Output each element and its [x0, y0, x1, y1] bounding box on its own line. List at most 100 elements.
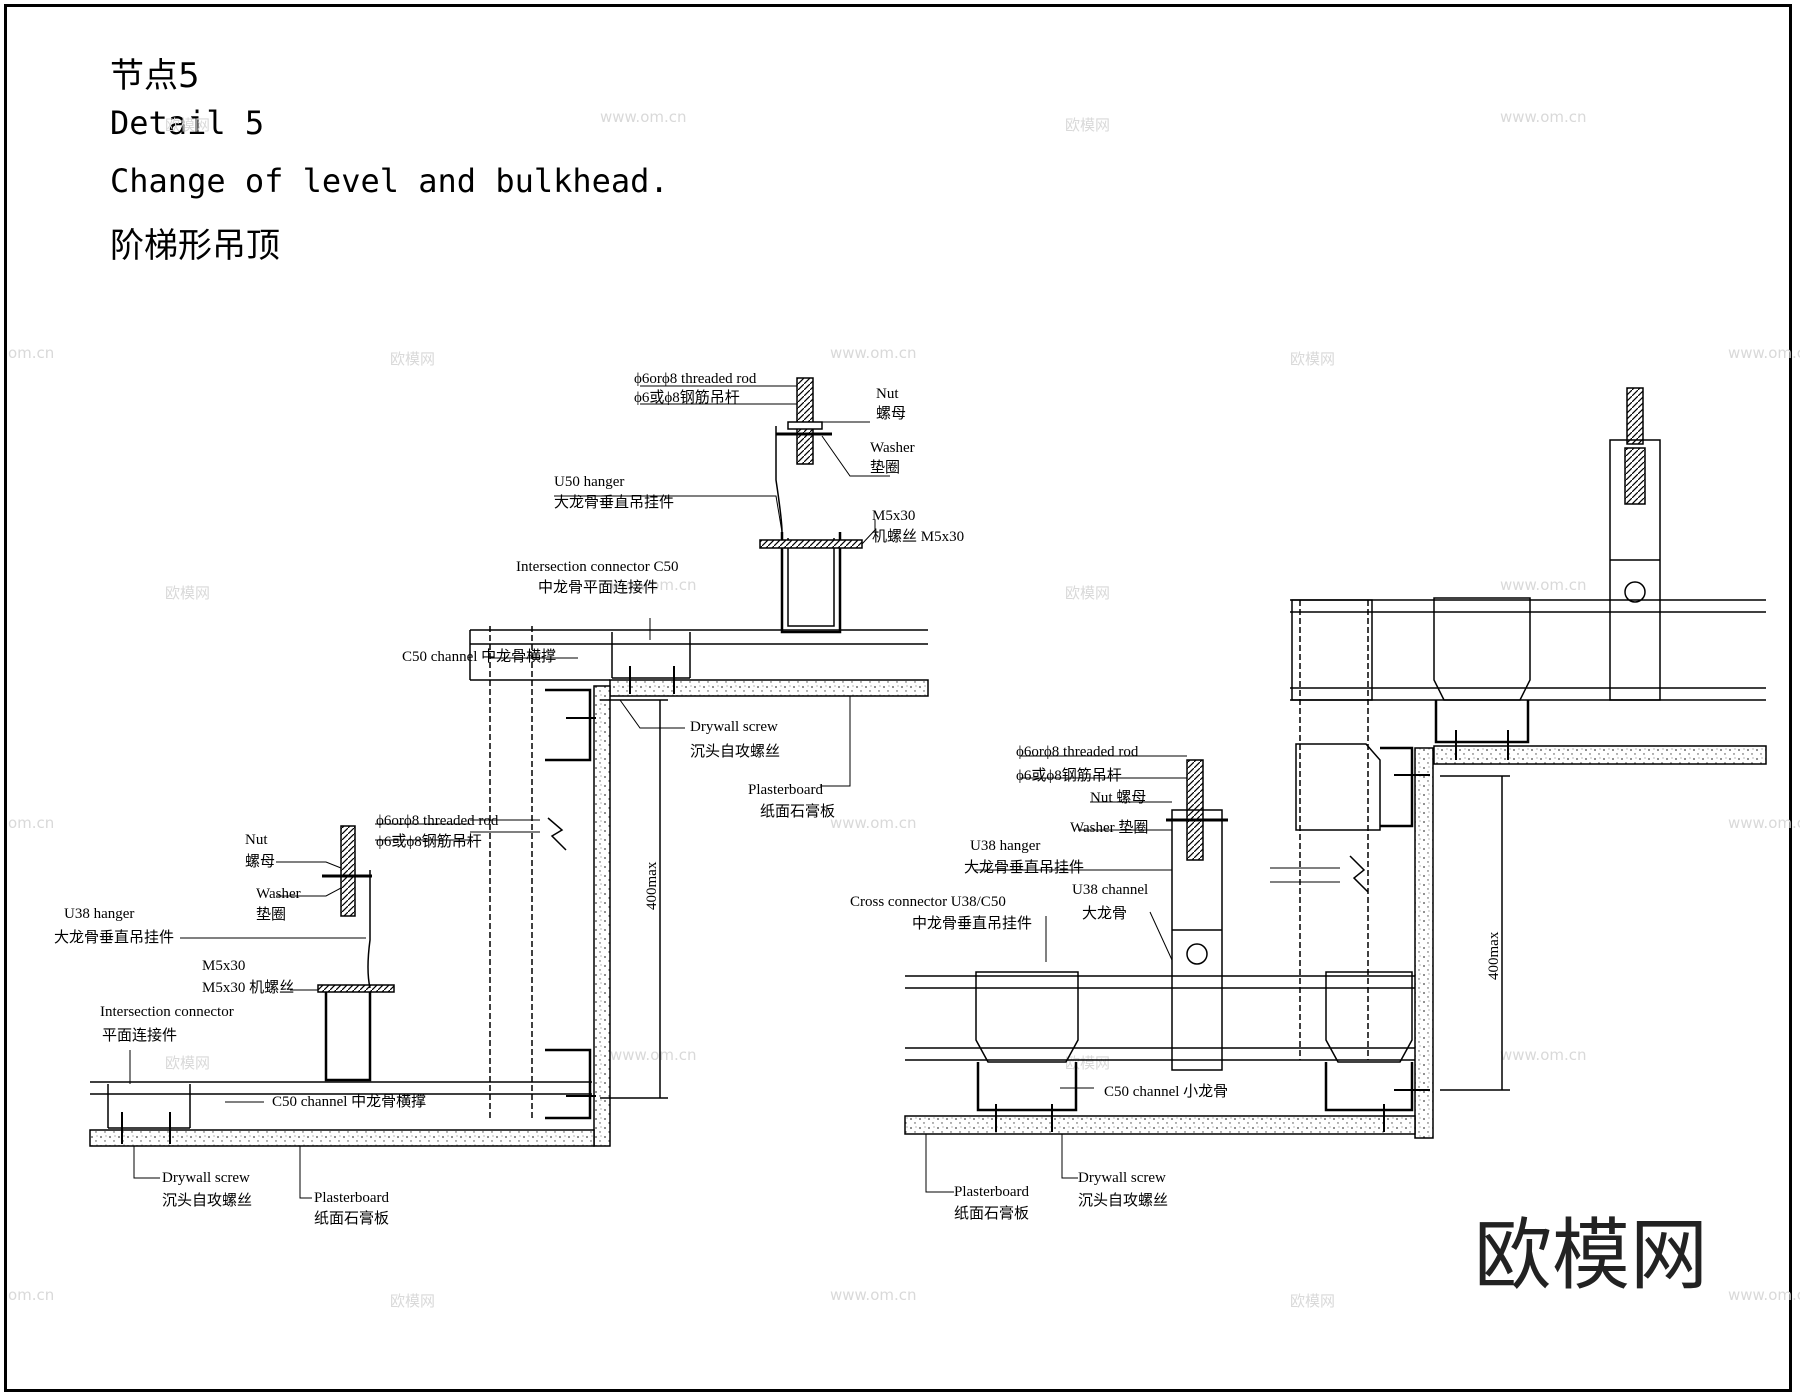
- label-washer-cn: 垫圈: [870, 459, 900, 476]
- drywall-screws-right: [995, 730, 1509, 1132]
- watermark-site: www.om.cn: [830, 814, 917, 832]
- label-m5-bolt-lower: M5x30: [202, 958, 245, 974]
- label-nut-lower-cn: 螺母: [245, 853, 275, 870]
- watermark-site: www.om.cn: [1500, 108, 1587, 126]
- detail-subtitle-cn: 阶梯形吊顶: [110, 226, 280, 266]
- label-drywall-screw: Drywall screw: [690, 719, 778, 735]
- intersection-connector-upper: [611, 632, 691, 679]
- label-nut-lower: Nut: [245, 832, 268, 848]
- intersection-connector-lower: [107, 1084, 191, 1129]
- label-u38-hanger-cn: 大龙骨垂直吊挂件: [54, 929, 174, 946]
- watermark-brand: 欧模网: [1065, 1054, 1110, 1072]
- right-labels: ϕ6orϕ8 threaded rod ϕ6或ϕ8钢筋吊杆 Nut 螺母 Was…: [850, 744, 1502, 1222]
- drywall-screws: [121, 666, 675, 1144]
- label-threaded-rod-lower: ϕ6orϕ8 threaded rod: [376, 813, 499, 829]
- label-c50-channel-upper: C50 channel 中龙骨横撑: [402, 648, 556, 665]
- watermark-site: www.om.cn: [1500, 1046, 1587, 1064]
- drawing-frame: [4, 4, 1792, 1392]
- threaded-rod-right-top: [1626, 387, 1644, 445]
- detail-subtitle-en: Change of level and bulkhead.: [110, 162, 669, 200]
- label-cross-connector: Cross connector U38/C50: [850, 894, 1006, 910]
- label-drywall-screw-right-cn: 沉头自攻螺丝: [1078, 1192, 1168, 1209]
- label-drywall-screw-cn: 沉头自攻螺丝: [690, 743, 780, 760]
- watermark-brand: 欧模网: [1290, 350, 1335, 368]
- label-drywall-screw-lower: Drywall screw: [162, 1170, 250, 1186]
- detail-title-en: Detail 5: [110, 104, 265, 142]
- watermark-site: www.om.cn: [600, 108, 687, 126]
- label-plasterboard-right: Plasterboard: [954, 1184, 1029, 1200]
- label-u38-hanger: U38 hanger: [64, 906, 134, 922]
- label-plasterboard-cn: 纸面石膏板: [760, 802, 835, 820]
- watermark-brand: 欧模网: [165, 584, 210, 602]
- label-intersection-connector-c50: Intersection connector C50: [516, 559, 678, 575]
- label-threaded-rod-cn: ϕ6或ϕ8钢筋吊杆: [634, 389, 740, 406]
- watermark-site: www.om.cn: [610, 576, 697, 594]
- label-m5-bolt-lower-cn: M5x30 机螺丝: [202, 979, 294, 996]
- watermark-brand: 欧模网: [165, 1054, 210, 1072]
- watermark-brand: 欧模网: [1065, 584, 1110, 602]
- label-cross-connector-cn: 中龙骨垂直吊挂件: [912, 915, 1032, 932]
- label-threaded-rod-right-cn: ϕ6或ϕ8钢筋吊杆: [1016, 767, 1122, 784]
- left-detail: [89, 377, 929, 1199]
- plasterboard-right-lower: [904, 1115, 1416, 1135]
- label-washer: Washer: [870, 440, 915, 456]
- plasterboard-upper: [609, 679, 929, 697]
- nut-upper: [787, 421, 823, 430]
- label-m5-bolt-cn: 机螺丝 M5x30: [872, 528, 964, 545]
- brand-logo-text: 欧模网: [1474, 1211, 1708, 1301]
- label-washer-lower: Washer: [256, 886, 301, 902]
- bulkhead-stud-right: [1291, 599, 1373, 701]
- label-u50-hanger: U50 hanger: [554, 474, 624, 490]
- label-u50-hanger-cn: 大龙骨垂直吊挂件: [554, 494, 674, 511]
- plasterboard-lower: [89, 1129, 595, 1147]
- watermark-site: om.cn: [8, 814, 54, 832]
- left-labels: ϕ6orϕ8 threaded rod ϕ6或ϕ8钢筋吊杆 Nut 螺母 Was…: [54, 371, 964, 1227]
- m5-bolt-upper: [759, 539, 863, 549]
- label-nut: Nut: [876, 386, 899, 402]
- label-nut-cn: 螺母: [876, 405, 906, 422]
- label-threaded-rod: ϕ6orϕ8 threaded rod: [634, 371, 757, 387]
- label-plasterboard-lower: Plasterboard: [314, 1190, 389, 1206]
- watermark-site: www.om.cn: [610, 1046, 697, 1064]
- label-dimension-400max: 400max: [644, 861, 660, 910]
- plasterboard-right-bulkhead: [1414, 747, 1434, 1139]
- right-detail: [904, 387, 1767, 1193]
- label-intersection-connector-cn: 平面连接件: [102, 1027, 177, 1044]
- label-nut-right: Nut 螺母: [1090, 789, 1146, 806]
- watermark-site: om.cn: [8, 1286, 54, 1304]
- label-m5-bolt: M5x30: [872, 508, 915, 524]
- label-washer-right: Washer 垫圈: [1070, 819, 1148, 836]
- label-intersection-connector-c50-cn: 中龙骨平面连接件: [538, 579, 658, 596]
- label-u38-channel-cn: 大龙骨: [1082, 905, 1127, 922]
- label-plasterboard-lower-cn: 纸面石膏板: [314, 1209, 389, 1227]
- label-plasterboard-right-cn: 纸面石膏板: [954, 1204, 1029, 1222]
- label-drywall-screw-right: Drywall screw: [1078, 1170, 1166, 1186]
- watermark-site: om.cn: [8, 344, 54, 362]
- watermark-brand: 欧模网: [390, 350, 435, 368]
- watermark-site: www.om.cn: [1728, 814, 1800, 832]
- label-c50-channel-right: C50 channel 小龙骨: [1104, 1083, 1228, 1100]
- label-washer-lower-cn: 垫圈: [256, 906, 286, 923]
- label-threaded-rod-right: ϕ6orϕ8 threaded rod: [1016, 744, 1139, 760]
- label-intersection-connector: Intersection connector: [100, 1004, 234, 1020]
- label-dimension-400max-right: 400max: [1486, 931, 1502, 980]
- plasterboard-bulkhead: [593, 685, 611, 1147]
- leader-lines-right: [925, 755, 1187, 1193]
- cross-connector-right-top: [1433, 597, 1531, 701]
- watermark-brand: 欧模网: [165, 116, 210, 134]
- label-u38-hanger-right-cn: 大龙骨垂直吊挂件: [964, 859, 1084, 876]
- label-threaded-rod-lower-cn: ϕ6或ϕ8钢筋吊杆: [376, 833, 482, 850]
- watermark-layer: 欧模网 www.om.cn 欧模网 www.om.cn om.cn 欧模网 ww…: [8, 108, 1800, 1310]
- watermark-site: www.om.cn: [1728, 344, 1800, 362]
- u38-hanger: [324, 988, 372, 1082]
- watermark-site: www.om.cn: [830, 1286, 917, 1304]
- watermark-site: www.om.cn: [830, 344, 917, 362]
- m5-bolt-lower: [317, 984, 395, 993]
- threaded-rod-upper: [796, 377, 814, 465]
- plasterboard-right-top: [1433, 745, 1767, 765]
- label-plasterboard: Plasterboard: [748, 782, 823, 798]
- label-c50-channel-lower: C50 channel 中龙骨横撑: [272, 1093, 426, 1110]
- detail-title-cn: 节点5: [110, 56, 200, 96]
- watermark-site: www.om.cn: [1500, 576, 1587, 594]
